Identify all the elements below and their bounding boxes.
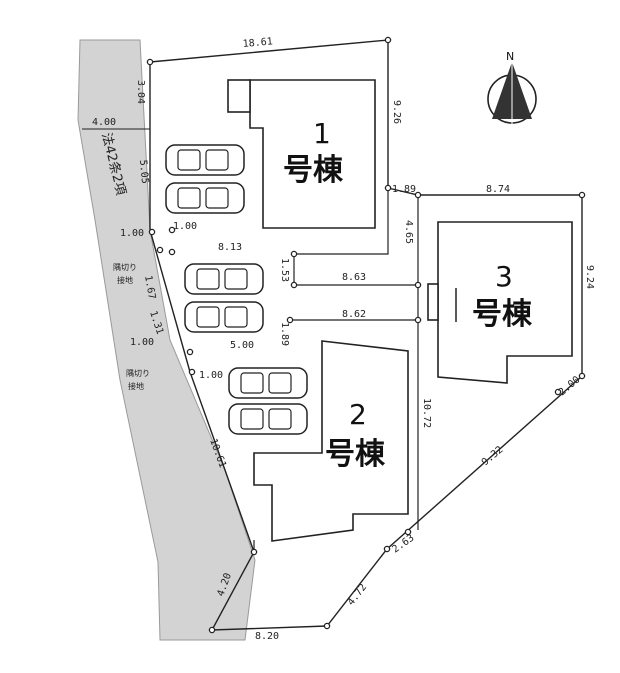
building-2	[253, 340, 409, 542]
building-3-number: 3	[495, 260, 513, 293]
boundary-pin-icon	[323, 622, 331, 630]
boundary-pin-icon	[208, 626, 216, 634]
car-icon	[184, 301, 264, 333]
lot-boundary	[149, 39, 583, 631]
building-3-label: 号棟	[472, 297, 533, 332]
boundary-pin-icon	[384, 184, 392, 192]
corner-cut-upper-line2: 接地	[117, 275, 133, 285]
dim-diag-upper: 2.00	[557, 374, 583, 398]
building-2-label: 号棟	[325, 437, 386, 472]
boundary-pin-icon	[290, 250, 298, 258]
dim-lot3-left: 4.65	[403, 220, 414, 244]
boundary-pin-icon	[383, 545, 391, 553]
building-2-number: 2	[349, 398, 367, 431]
north-label: N	[506, 50, 514, 63]
boundary-pin-icon	[156, 246, 164, 254]
boundary-pin-icon	[286, 316, 294, 324]
boundary-pin-icon	[384, 36, 392, 44]
north-arrow-icon: N	[487, 50, 537, 124]
building-1-label: 号棟	[283, 153, 344, 188]
building-1-number: 1	[313, 117, 331, 150]
dim-lot3-top: 8.74	[486, 184, 510, 195]
boundary-pin-icon	[414, 191, 422, 199]
boundary-pin-icon	[146, 58, 154, 66]
dim-diag-bottom: 4.72	[346, 582, 370, 608]
boundary-pin-icon	[188, 368, 196, 376]
boundary-pin-icon	[554, 388, 562, 396]
building-3-porch	[427, 283, 439, 321]
boundary-pin-icon	[186, 348, 194, 356]
boundary-pin-icon	[404, 528, 412, 536]
corner-cut-lower-line1: 隅切り	[126, 369, 150, 378]
dim-cut-side-a: 1.67	[142, 275, 157, 301]
dim-left-side: 5.05	[137, 159, 150, 184]
dim-drive-lower-short: 1.89	[279, 322, 290, 346]
dim-top-edge: 18.61	[242, 36, 273, 50]
dim-cut-lower-b: 1.00	[199, 370, 223, 381]
corner-cut-lower-line2: 接地	[128, 381, 144, 391]
car-icon	[165, 144, 245, 176]
building-1-porch	[227, 79, 251, 113]
car-icon	[228, 403, 308, 435]
dim-cut-upper-a: 1.00	[120, 228, 144, 239]
dim-diag-lower: 2.63	[390, 533, 416, 556]
boundary-pin-icon	[290, 281, 298, 289]
boundary-pin-icon	[414, 281, 422, 289]
car-icon	[228, 367, 308, 399]
boundary-pin-icon	[250, 548, 258, 556]
building-3	[437, 221, 573, 384]
boundary-pin-icon	[578, 372, 586, 380]
dim-sep-upper: 8.63	[342, 272, 366, 283]
car-icon	[184, 263, 264, 295]
road-width-dimension: 4.00	[92, 117, 116, 128]
dim-sep-lower: 8.62	[342, 309, 366, 320]
dim-cut-lower-a: 1.00	[130, 337, 154, 348]
dim-lot1-step: 1.89	[392, 184, 416, 195]
boundary-pin-icon	[148, 228, 156, 236]
dim-left-upper: 3.04	[135, 80, 146, 104]
dim-lot1-right: 9.26	[391, 100, 402, 124]
dim-drive-upper: 8.13	[218, 242, 242, 253]
dim-lot2-right: 10.72	[421, 398, 432, 428]
boundary-pin-icon	[168, 226, 176, 234]
dim-lot3-right: 9.24	[584, 265, 595, 289]
car-icon	[165, 182, 245, 214]
road-area	[77, 39, 256, 641]
boundary-pin-icon	[168, 248, 176, 256]
dim-drive-upper-short: 1.53	[279, 258, 290, 282]
boundary-pin-icon	[578, 191, 586, 199]
dim-cut-upper-b: 1.00	[173, 221, 197, 232]
dim-drive-lower: 5.00	[230, 340, 254, 351]
dim-bottom-edge: 8.20	[255, 631, 279, 642]
corner-cut-upper-line1: 隅切り	[113, 263, 137, 272]
boundary-pin-icon	[414, 316, 422, 324]
